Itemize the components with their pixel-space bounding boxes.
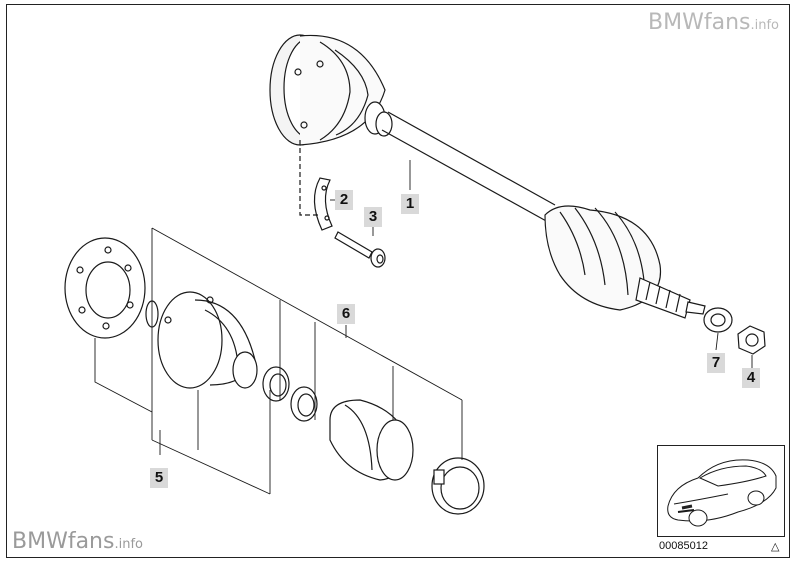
callout-4: 4 [742,368,760,388]
watermark-suffix-bottom: .info [114,537,143,552]
joint-flange [64,237,146,339]
leader-lines [330,160,753,370]
axle-shaft-assembly [269,34,706,319]
callout-7: 7 [707,353,725,373]
watermark-bottom: BMWfans.info [12,529,143,554]
document-number: 00085012 [659,540,708,552]
collar-nut [703,307,733,333]
lock-plate [313,177,333,231]
joint-boot-inner [157,291,258,389]
bolt [334,231,386,268]
clamp-small-1 [262,366,290,402]
watermark-brand-bottom: BMWfans [12,529,115,554]
callout-6: 6 [337,304,355,324]
hex-nut [737,325,766,355]
callout-5: 5 [150,468,168,488]
joint-boot-outer [329,399,414,481]
watermark-brand: BMWfans [648,10,751,35]
callout-1: 1 [401,194,419,214]
watermark-suffix: .info [750,18,779,33]
callout-2: 2 [335,190,353,210]
clamp-small-2 [290,386,318,422]
watermark-top: BMWfans.info [648,10,779,35]
vehicle-thumbnail [657,445,785,537]
clamp-large [431,457,485,515]
group-lines [94,227,463,495]
callout-3: 3 [364,207,382,227]
triangle-icon: △ [771,541,780,553]
car-silhouette-icon [667,459,777,527]
